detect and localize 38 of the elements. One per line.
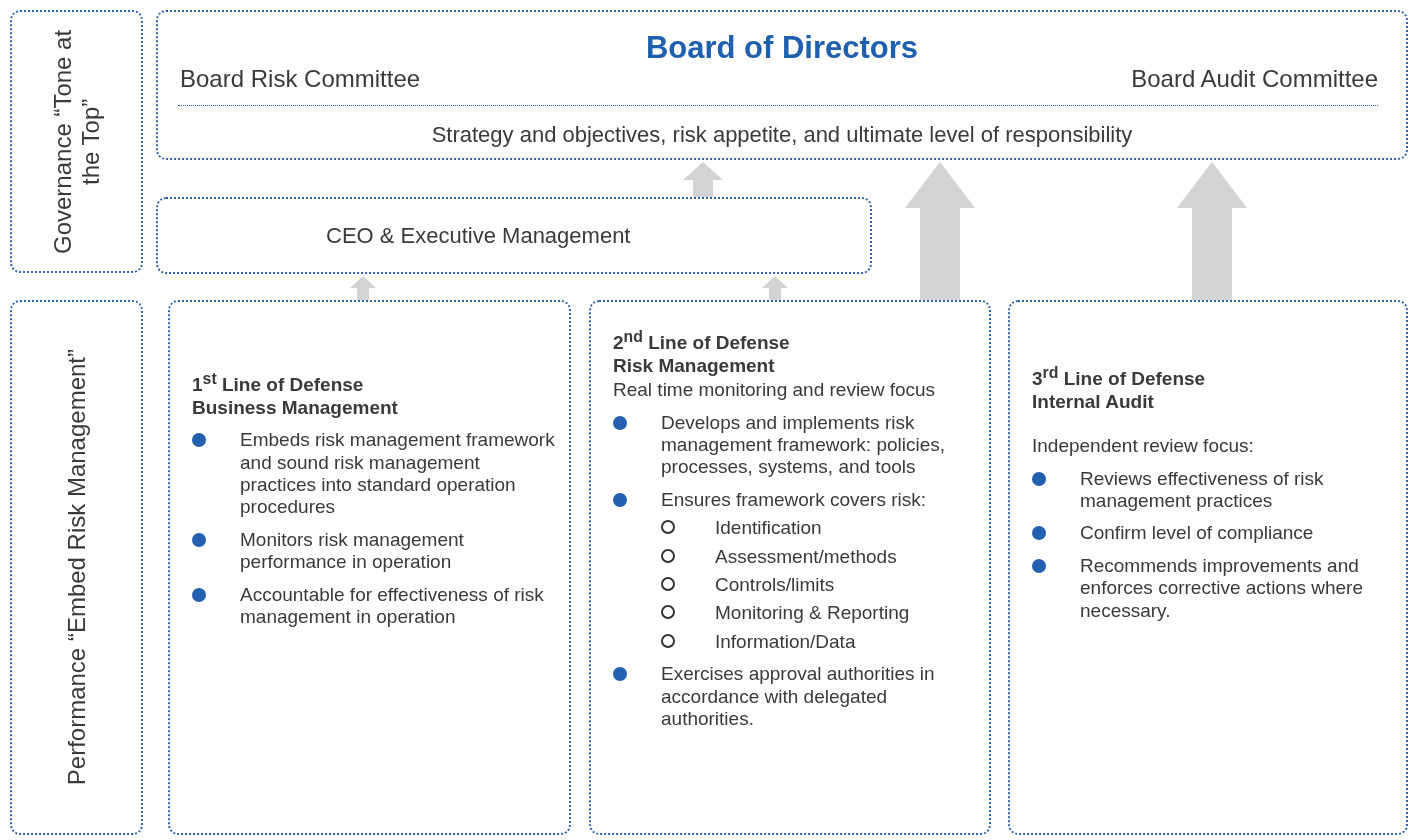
dotted-box <box>156 10 1408 160</box>
dotted-box <box>168 300 571 835</box>
dotted-box <box>1008 300 1408 835</box>
bullet-text: Accountable for effectiveness of risk management in operation <box>240 583 545 629</box>
block-arrow <box>905 162 975 300</box>
bullet-text: Confirm level of compliance <box>1080 522 1314 545</box>
dotted-box <box>156 197 872 274</box>
bullet-text: Monitors risk management performance in operation <box>240 528 465 574</box>
bullet-text: Recommends improvements and enforces corrective actions where necessary. <box>1080 554 1364 622</box>
responsibility-text: Strategy and objectives, risk appetite, and ultimate level of responsibility <box>431 122 1133 148</box>
block-arrow <box>1177 162 1247 300</box>
bullet-text: Identification <box>715 517 822 540</box>
bullet-text: Controls/limits <box>715 574 835 597</box>
focus-text: Independent review focus: <box>1032 435 1255 458</box>
bullet-text: Reviews effectiveness of risk management practices <box>1080 467 1325 513</box>
bullet-text: Monitoring & Reporting <box>715 602 910 625</box>
focus-text: Real time monitoring and review focus <box>613 379 937 402</box>
line-heading: 3$^{rd}$ Line of Defense Internal Audit <box>1032 364 1207 414</box>
line-heading: 1$^{st}$ Line of Defense Business Management <box>192 370 399 420</box>
bullet-text: Develops and implements risk management framework: policies, processes, systems, and tools <box>661 411 947 479</box>
block-arrow <box>683 162 723 197</box>
box-label: CEO & Executive Management <box>326 222 631 249</box>
bullet-text: Ensures framework covers risk: <box>661 488 926 512</box>
committee-label: Board Audit Committee <box>1131 65 1378 93</box>
dotted-box <box>589 300 991 835</box>
block-arrow <box>350 276 376 300</box>
dotted-band <box>10 10 143 273</box>
bullet-text: Information/Data <box>715 630 856 654</box>
committee-label: Board Risk Committee <box>180 65 421 93</box>
block-arrow <box>762 276 788 300</box>
band-label: Performance “Embed Risk Management” <box>62 349 91 786</box>
board-title: Board of Directors <box>645 30 919 66</box>
dotted-band <box>10 300 143 835</box>
bullet-text: Exercises approval authorities in accordance with delegated authorities. <box>661 663 936 731</box>
line-heading: 2$^{nd}$ Line of Defense Risk Management <box>613 328 791 378</box>
band-label: Governance “Tone at the Top” <box>48 28 105 256</box>
bullet-text: Assessment/methods <box>715 545 897 568</box>
bullet-text: Embeds risk management framework and sound risk management practices into standard operation procedures <box>240 429 555 519</box>
